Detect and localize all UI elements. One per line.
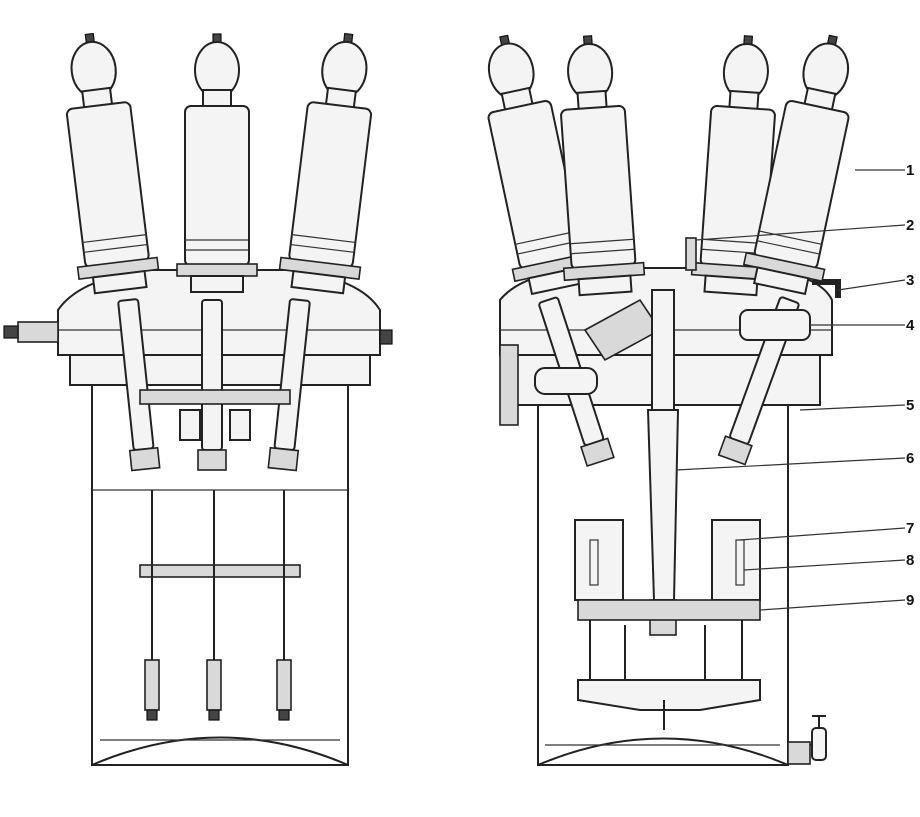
crossbar [577,599,761,621]
contact-block-left [574,519,624,601]
callout-6: 6 [906,450,915,467]
callout-leaders [675,169,906,611]
callout-2: 2 [906,217,915,234]
left-bushing-3 [276,28,390,296]
left-view [3,28,393,766]
left-bushing-2 [176,33,258,293]
callout-7: 7 [906,520,915,537]
callout-3: 3 [906,272,915,289]
right-view [463,26,906,766]
callout-4: 4 [906,317,915,334]
callout-1: 1 [906,162,915,179]
callout-9: 9 [906,592,915,609]
callout-8: 8 [906,552,915,569]
left-bushing-1 [48,28,162,296]
central-column [646,409,680,601]
callout-5: 5 [906,397,915,414]
